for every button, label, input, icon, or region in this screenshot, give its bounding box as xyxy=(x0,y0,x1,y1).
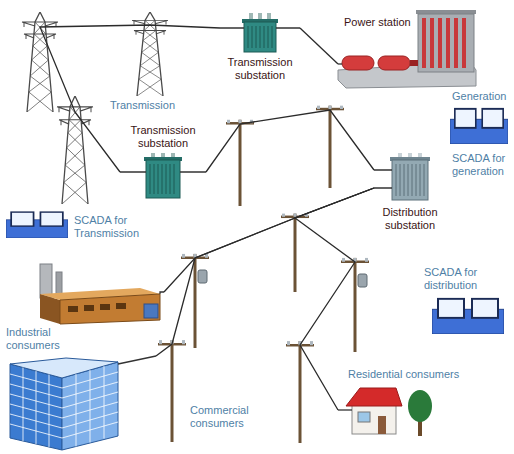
wooden-pole xyxy=(316,106,344,188)
scada-station: SCADA for generation xyxy=(448,104,512,186)
transmission-substation: Transmission substation xyxy=(220,12,300,84)
factory-building xyxy=(160,292,164,294)
pole-transformer xyxy=(198,270,207,283)
residential-consumer: Residential consumers xyxy=(338,366,472,442)
wooden-pole xyxy=(226,120,254,206)
substation-transformer xyxy=(146,160,180,198)
house xyxy=(378,416,386,434)
power-station-building xyxy=(338,10,476,88)
office-building xyxy=(10,356,156,450)
power-station-building xyxy=(438,18,442,68)
node-label: SCADA for generation xyxy=(452,152,510,178)
substation-transformer xyxy=(258,13,262,19)
substation-transformer xyxy=(150,164,174,194)
scada-station: SCADA for distribution xyxy=(418,264,510,340)
node-label: Distribution substation xyxy=(376,206,444,232)
power-station-building xyxy=(446,18,450,68)
office-building xyxy=(10,358,118,378)
factory-building xyxy=(100,304,110,310)
scada-monitor xyxy=(450,108,508,144)
factory-building xyxy=(60,294,160,324)
power-line xyxy=(206,110,374,172)
node-label: Power station xyxy=(344,16,411,29)
substation-transformer xyxy=(244,22,276,52)
factory-building xyxy=(56,272,62,296)
office-building xyxy=(62,366,118,447)
node-label: Industrial consumers xyxy=(6,326,72,352)
house xyxy=(358,412,370,422)
distribution-transformer xyxy=(396,164,424,196)
power-station-building xyxy=(462,18,466,68)
node-label: Commercial consumers xyxy=(190,404,256,430)
office-building xyxy=(118,356,156,364)
pole-transformer xyxy=(358,274,367,287)
node-label: SCADA for distribution xyxy=(424,266,504,292)
distribution-transformer xyxy=(374,153,430,200)
pole-transformer xyxy=(198,270,367,287)
substation-transformer xyxy=(220,13,300,52)
factory-building xyxy=(40,264,164,324)
factory-building xyxy=(68,306,78,312)
power-station-building xyxy=(416,10,476,14)
scada-station: SCADA for Transmission xyxy=(4,208,150,250)
house xyxy=(352,404,396,434)
substation-transformer xyxy=(120,171,206,172)
office-building xyxy=(10,368,62,448)
distribution-substation: Distribution substation xyxy=(374,152,446,240)
transmission-substation: Transmission substation xyxy=(120,122,206,206)
wooden-pole xyxy=(286,341,314,443)
power-station-building xyxy=(418,14,474,72)
factory-building xyxy=(40,264,52,298)
house xyxy=(338,409,352,410)
distribution-transformer xyxy=(374,170,392,188)
power-station-building xyxy=(454,18,458,68)
power-line xyxy=(40,25,220,172)
power-line xyxy=(156,188,374,356)
power-station-building xyxy=(342,56,374,70)
factory-building xyxy=(116,303,126,309)
substation-transformer xyxy=(220,27,300,28)
scada-monitor xyxy=(6,211,68,238)
substation-transformer xyxy=(248,26,272,48)
power-station-building xyxy=(422,18,426,68)
power-station-building xyxy=(338,63,342,64)
commercial-consumer: Commercial consumers xyxy=(6,356,262,450)
node-label: SCADA for Transmission xyxy=(74,214,148,240)
industrial-consumer: Industrial consumers xyxy=(2,262,164,354)
region-label: Transmission xyxy=(110,99,175,112)
house xyxy=(346,388,402,406)
office-building xyxy=(10,364,62,450)
substation-transformer xyxy=(267,13,271,19)
substation-transformer xyxy=(120,153,206,198)
power-station-building xyxy=(430,18,434,68)
power-station-building xyxy=(378,56,410,70)
substation-transformer xyxy=(249,13,253,19)
tree xyxy=(408,390,432,436)
factory-building xyxy=(84,305,94,311)
node-label: Transmission substation xyxy=(224,56,296,82)
node-label: Residential consumers xyxy=(348,368,459,381)
tree xyxy=(408,390,432,422)
office-building xyxy=(10,358,118,450)
factory-building xyxy=(144,304,158,318)
power-station: Power station xyxy=(338,10,478,88)
wooden-pole xyxy=(341,258,369,352)
distribution-transformer xyxy=(392,160,428,200)
power-line xyxy=(164,188,374,292)
house xyxy=(338,388,402,434)
power-line xyxy=(300,28,338,64)
wooden-pole xyxy=(158,340,186,442)
node-label: Transmission substation xyxy=(124,124,202,150)
region-label: Generation xyxy=(452,90,506,103)
scada-monitor xyxy=(432,298,504,334)
power-station-building xyxy=(410,60,418,66)
